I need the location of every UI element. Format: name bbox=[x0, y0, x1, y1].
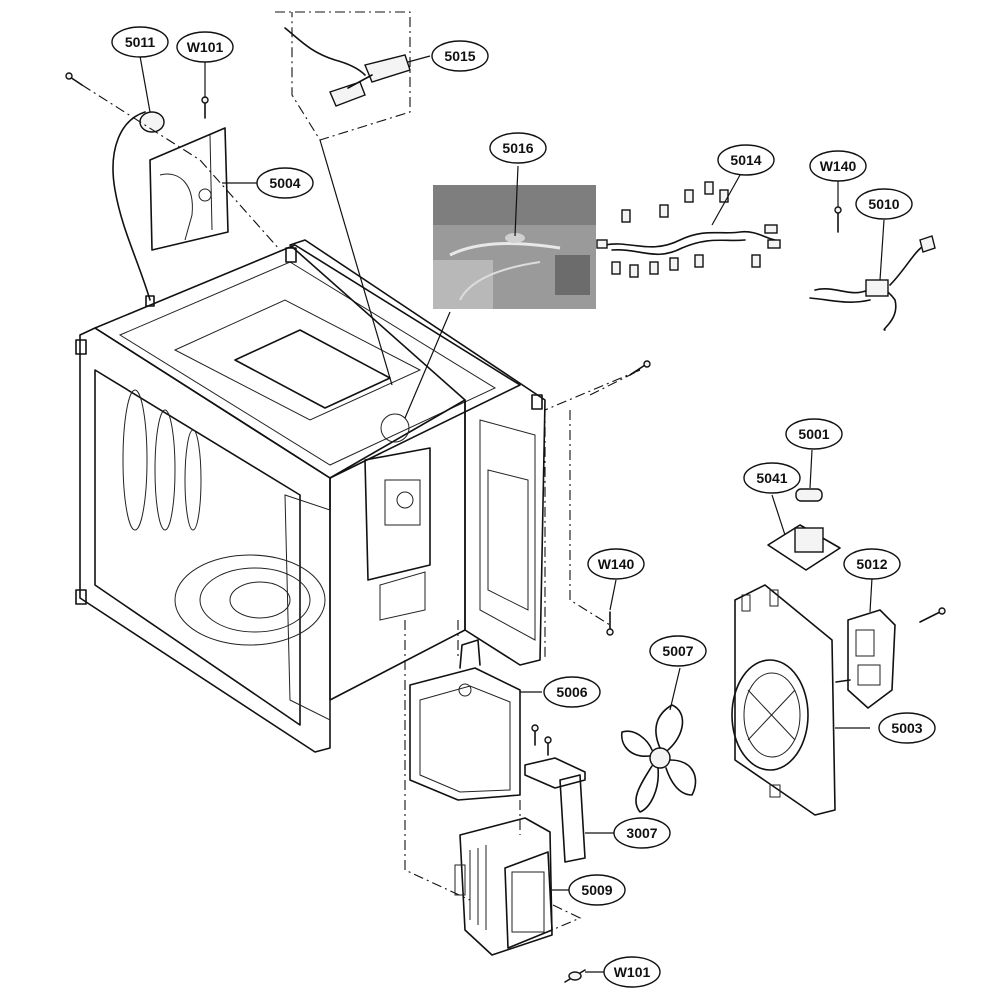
callout-label: W140 bbox=[820, 158, 857, 174]
oven-cavity-frame bbox=[75, 239, 546, 753]
callout-label: W101 bbox=[614, 964, 651, 980]
callout-w101-top: W101 bbox=[176, 31, 234, 63]
callout-label: W140 bbox=[598, 556, 635, 572]
callout-label: 5001 bbox=[798, 426, 829, 442]
callout-5041: 5041 bbox=[743, 462, 801, 494]
callout-label: 5012 bbox=[856, 556, 887, 572]
callout-label: 5003 bbox=[891, 720, 922, 736]
callout-w101-bottom: W101 bbox=[603, 956, 661, 988]
callout-5011: 5011 bbox=[111, 26, 169, 58]
callout-w140-mid: W140 bbox=[587, 548, 645, 580]
part-5015-harness bbox=[275, 11, 411, 386]
screw-w101-bottom bbox=[564, 969, 605, 983]
callout-label: 5014 bbox=[730, 152, 761, 168]
assembly-line-5004 bbox=[81, 84, 281, 251]
screw-top-left bbox=[65, 72, 83, 86]
screw-w140-top bbox=[834, 206, 842, 233]
callout-label: 5041 bbox=[756, 470, 787, 486]
callout-label: 5006 bbox=[556, 684, 587, 700]
callout-label: 3007 bbox=[626, 825, 657, 841]
callout-5015: 5015 bbox=[431, 40, 489, 72]
callout-5010: 5010 bbox=[855, 188, 913, 220]
callout-label: 5010 bbox=[868, 196, 899, 212]
part-3007-mount-plate bbox=[524, 724, 615, 863]
screw-right-top bbox=[629, 360, 651, 376]
callout-label: 5011 bbox=[125, 34, 156, 50]
callout-label: W101 bbox=[187, 39, 224, 55]
callout-leaders bbox=[139, 55, 839, 611]
assembly-line-right bbox=[544, 369, 641, 660]
part-5001-fuse bbox=[795, 449, 823, 502]
callout-w140-top: W140 bbox=[809, 150, 867, 182]
callout-5012: 5012 bbox=[843, 548, 901, 580]
callout-5016: 5016 bbox=[489, 132, 547, 164]
callout-5004: 5004 bbox=[256, 167, 314, 199]
part-5009-magnetron bbox=[454, 817, 582, 956]
part-5014-wire-harness bbox=[596, 174, 781, 278]
callout-5006: 5006 bbox=[543, 676, 601, 708]
part-5016-photo-inset bbox=[433, 165, 596, 309]
part-5011-thermal-sensor bbox=[112, 111, 165, 307]
callout-label: 5004 bbox=[269, 175, 300, 191]
callout-5003: 5003 bbox=[878, 712, 936, 744]
callout-label: 5009 bbox=[581, 882, 612, 898]
callout-label: 5015 bbox=[444, 48, 475, 64]
screw-w140-mid bbox=[606, 611, 614, 636]
assembly-line-lower bbox=[404, 620, 521, 901]
callout-label: 5016 bbox=[502, 140, 533, 156]
callout-5014: 5014 bbox=[717, 144, 775, 176]
callout-5009: 5009 bbox=[568, 874, 626, 906]
callout-3007: 3007 bbox=[613, 817, 671, 849]
screw-right-mid bbox=[919, 607, 946, 623]
part-5012-switch-assembly bbox=[835, 577, 896, 709]
callout-5007: 5007 bbox=[649, 635, 707, 667]
screw-w101-top bbox=[201, 96, 209, 119]
part-5004-bracket bbox=[149, 127, 229, 251]
part-5010-noise-filter bbox=[809, 219, 936, 331]
part-5041-pcb bbox=[767, 494, 841, 571]
part-5006-waveguide bbox=[409, 639, 542, 801]
part-5007-fan-blade bbox=[621, 667, 697, 813]
callout-5001: 5001 bbox=[785, 418, 843, 450]
callout-label: 5007 bbox=[662, 643, 693, 659]
part-5003-fan-duct bbox=[731, 584, 870, 816]
